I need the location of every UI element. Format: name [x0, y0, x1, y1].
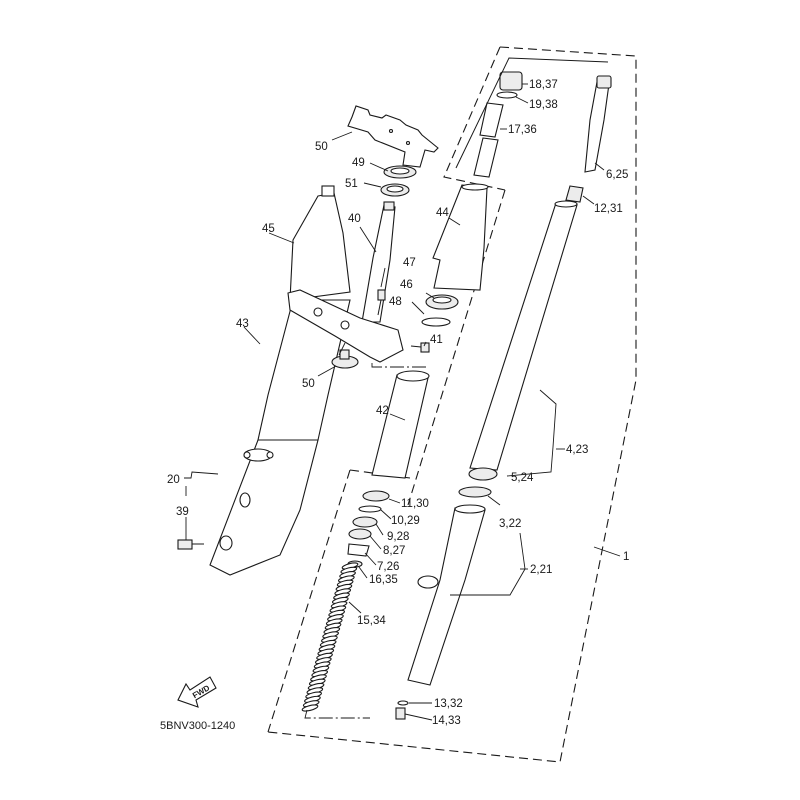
callout-41: 41: [430, 334, 443, 346]
callout-18-37: 18,37: [529, 79, 558, 91]
seal-inner: [386, 185, 404, 193]
part-6-damper-rod: [584, 81, 610, 173]
callout-11-30: 11,30: [401, 498, 429, 510]
callout-9-28: 9,28: [387, 531, 409, 543]
clamp-bolt-hole: [243, 451, 251, 459]
callout-7-26: 7,26: [377, 561, 399, 573]
upper-tube-cover-frame: [407, 189, 506, 506]
damper-group-frame: [267, 469, 351, 733]
callout-47: 47: [403, 257, 416, 269]
part-5-slide-bushing: [468, 467, 498, 481]
callout-45: 45: [262, 223, 275, 235]
assembly-guide-line: [338, 342, 346, 356]
part-44-upper-cover: [432, 184, 488, 291]
damper-rod-top: [596, 75, 612, 89]
part-48-lock-washer: [421, 317, 451, 327]
stem-thread-top: [383, 201, 395, 211]
fwd-direction-arrow: FWD: [177, 676, 217, 708]
part-19-o-ring: [496, 91, 518, 99]
part-20-outer-tube: [209, 439, 319, 576]
part-15-fork-spring: [301, 562, 359, 712]
fork-cap-top: [321, 185, 335, 197]
callout-46: 46: [400, 279, 413, 291]
callout-39: 39: [176, 506, 189, 518]
cover-top-rim: [461, 183, 489, 191]
seal-inner: [390, 167, 410, 175]
part-49-bracket: [347, 105, 439, 168]
part-45-fork-cover: [289, 192, 351, 301]
callout-13-32: 13,32: [434, 698, 463, 710]
part-4-inner-tube: [469, 202, 578, 471]
callout-3-22: 3,22: [499, 518, 521, 530]
part-42-lower-cover: [371, 374, 429, 479]
callout-49: 50: [315, 141, 328, 153]
spring-guide-line: [304, 709, 370, 719]
callout-44: 44: [436, 207, 449, 219]
part-7-bushing: [347, 543, 370, 557]
part-11-dust-seal: [362, 490, 390, 502]
callout-51: 51: [345, 178, 358, 190]
lower-cover-top: [396, 370, 430, 382]
callout-10-29: 10,29: [391, 515, 420, 527]
callout-12-31: 12,31: [594, 203, 623, 215]
part-8-washer: [348, 528, 372, 540]
callout-2-21: 2,21: [530, 564, 552, 576]
assembly-guide-line: [371, 363, 426, 368]
inner-tube-top: [554, 200, 578, 208]
part-14-bolt: [395, 707, 406, 720]
part-13-gasket: [397, 700, 409, 706]
callout-15-34: 15,34: [357, 615, 386, 627]
callout-48: 48: [389, 296, 402, 308]
callout-16-35: 16,35: [369, 574, 398, 586]
clamp-bolt-hole: [266, 451, 274, 459]
part-3-oil-seal: [458, 486, 492, 498]
clamp-bolt: [313, 307, 323, 317]
callout-5-24: 5,24: [511, 472, 534, 484]
callout-20: 20: [167, 474, 180, 486]
bolt-shaft: [377, 299, 382, 316]
leader-lines: [184, 83, 621, 721]
outer-tube-top: [454, 504, 486, 514]
part-12-oil-lock-piece: [565, 185, 584, 203]
part-10-clip: [358, 505, 382, 513]
callout-50-lower: 50: [302, 378, 315, 390]
callout-50-upper: 49: [352, 157, 365, 169]
part-17-spacer-upper: [479, 102, 504, 138]
damper-rod-guide-frame: [455, 57, 609, 169]
part-2-outer-tube: [407, 507, 486, 686]
callout-19-38: 19,38: [529, 99, 558, 111]
outer-tube-lug: [417, 575, 439, 589]
diagram-code: 5BNV300-1240: [160, 720, 235, 732]
caliper-mount-boss: [239, 492, 251, 508]
part-18-cap-bolt: [499, 71, 523, 91]
part-9-oil-seal: [352, 516, 378, 528]
cap-nut: [339, 349, 350, 360]
callout-6-25: 6,25: [606, 169, 628, 181]
clamp-bolt: [340, 320, 350, 330]
part-17-spacer-lower: [473, 137, 499, 178]
callout-43: 43: [236, 318, 249, 330]
callout-8-27: 8,27: [383, 545, 405, 557]
callout-17-36: 17,36: [508, 124, 537, 136]
part-39-drain-bolt: [177, 539, 193, 550]
callout-40: 40: [348, 213, 361, 225]
nut-inner: [432, 296, 452, 304]
bracket-hole: [405, 140, 411, 146]
callout-1: 1: [623, 551, 629, 563]
callout-14-33: 14,33: [432, 715, 461, 727]
callout-42: 42: [376, 405, 389, 417]
part-40-steering-stem: [361, 204, 396, 323]
outer-fork-assembly-frame: [267, 46, 637, 763]
bolt-shaft: [410, 345, 422, 348]
spring-coil: [301, 704, 319, 712]
part-47-bolt: [377, 289, 386, 301]
bracket-hole: [388, 128, 394, 134]
callout-4-23: 4,23: [566, 444, 588, 456]
axle-boss: [219, 535, 233, 551]
